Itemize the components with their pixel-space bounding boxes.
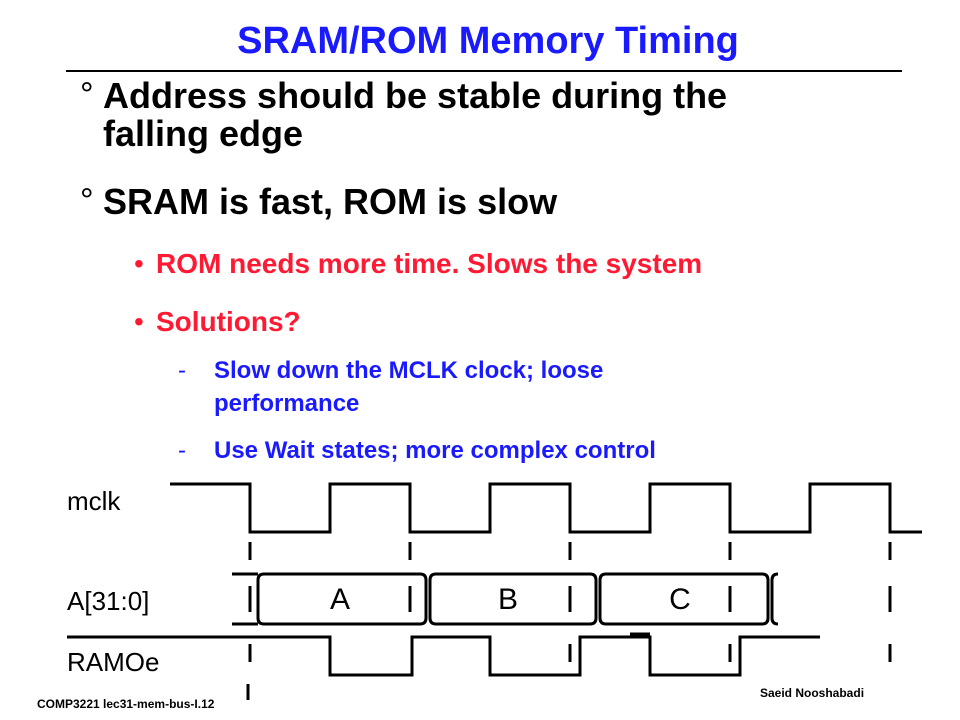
dash-marker: -	[178, 437, 186, 464]
sub-sub-bullet-line: Use Wait states; more complex control	[214, 437, 656, 464]
address-segment-a	[256, 572, 428, 626]
sub-bullet-solutions: • Solutions?	[134, 306, 301, 337]
address-segment-b	[428, 572, 598, 626]
signal-label-ramoe: RAMOe	[67, 647, 159, 677]
footer-author: Saeid Nooshabadi	[760, 686, 864, 700]
sub-bullet-marker: •	[134, 306, 144, 337]
sub-bullet-marker: •	[134, 248, 144, 279]
mclk-waveform	[170, 482, 922, 534]
bullet-line: falling edge	[103, 113, 303, 154]
sub-sub-bullet-wait-states: - Use Wait states; more complex control	[178, 437, 656, 464]
address-segment-c	[598, 572, 770, 626]
bullet-address: ° Address should be stable during the fa…	[80, 75, 727, 154]
sub-sub-bullet-line: Slow down the MCLK clock; loose	[214, 357, 603, 384]
sub-sub-bullet-line: performance	[214, 390, 359, 417]
sub-bullet-text: Solutions?	[156, 306, 301, 337]
sub-sub-bullet-slow-clock: - Slow down the MCLK clock; loose perfor…	[178, 357, 603, 417]
address-segment-next	[770, 572, 779, 626]
slide-title: SRAM/ROM Memory Timing	[237, 20, 739, 62]
signal-label-address: A[31:0]	[67, 586, 149, 616]
bullet-line: SRAM is fast, ROM is slow	[103, 181, 558, 222]
bullet-marker: °	[80, 76, 94, 114]
bus-value-c: C	[669, 583, 691, 616]
bus-value-b: B	[498, 583, 518, 616]
sub-bullet-text: ROM needs more time. Slows the system	[156, 248, 702, 279]
signal-label-mclk: mclk	[67, 486, 121, 516]
timing-diagram: mclk A[31:0] RAMOe A B C	[67, 482, 922, 700]
bullet-sram-rom: ° SRAM is fast, ROM is slow	[80, 181, 558, 222]
bullet-marker: °	[80, 182, 94, 220]
ramoe-waveform	[170, 635, 820, 677]
footer-course: COMP3221 lec31-mem-bus-I.12	[37, 697, 215, 711]
bus-value-a: A	[330, 583, 350, 616]
sub-bullet-rom-time: • ROM needs more time. Slows the system	[134, 248, 702, 279]
dash-marker: -	[178, 357, 186, 384]
bullet-line: Address should be stable during the	[103, 75, 727, 116]
